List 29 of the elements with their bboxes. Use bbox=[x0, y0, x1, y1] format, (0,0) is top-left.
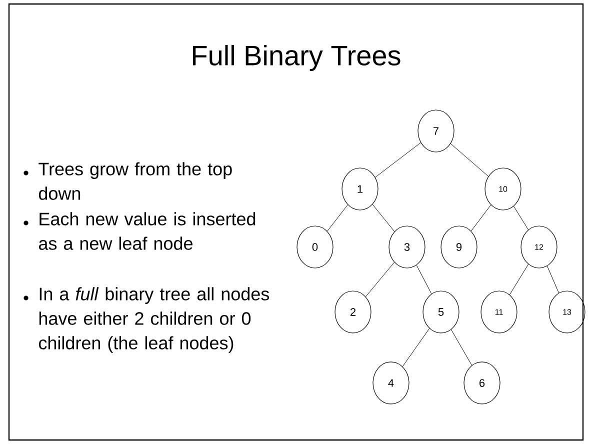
tree-edge bbox=[365, 262, 395, 297]
tree-edge bbox=[450, 143, 489, 177]
bullet-text: Trees grow from the top down bbox=[38, 162, 232, 200]
tree-edge bbox=[546, 266, 560, 294]
tree-node: 12 bbox=[520, 226, 558, 268]
tree-node: 6 bbox=[464, 362, 500, 404]
tree-edge bbox=[372, 204, 395, 232]
tree-node: 7 bbox=[418, 110, 454, 152]
tree-edge bbox=[513, 206, 529, 230]
tree-edge bbox=[327, 204, 348, 232]
tree-edge bbox=[450, 329, 472, 366]
tree-node: 1 bbox=[342, 168, 378, 210]
tree-node: 13 bbox=[548, 290, 586, 334]
tree-edge bbox=[402, 328, 430, 367]
tree-edge bbox=[470, 204, 492, 232]
title: Full Binary Trees bbox=[193, 44, 400, 72]
tree-node: 11 bbox=[480, 290, 518, 334]
tree-node: 10 bbox=[484, 168, 522, 210]
tree-edge bbox=[509, 264, 529, 295]
tree-node: 0 bbox=[296, 226, 334, 268]
tree-node: 5 bbox=[422, 290, 460, 334]
tree-node: 2 bbox=[334, 290, 372, 334]
tree-node: 9 bbox=[440, 226, 478, 268]
tree-edge bbox=[416, 264, 432, 294]
tree-node: 3 bbox=[388, 226, 426, 268]
bullet-text: Each new value is inserted as a new leaf node bbox=[38, 212, 256, 250]
tree-edge bbox=[375, 142, 421, 178]
tree-node: 4 bbox=[372, 362, 410, 404]
bullet-text: In a full binary tree all nodes have either 2 children or 0 children (the leaf nodes) bbox=[38, 287, 270, 353]
